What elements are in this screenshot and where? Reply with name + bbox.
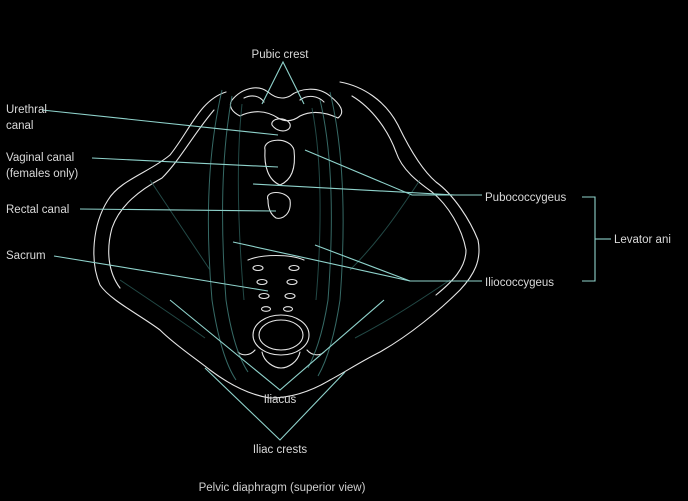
label-pubic-crest: Pubic crest [252, 49, 310, 61]
label-sacrum: Sacrum [6, 250, 46, 262]
labels: Pubic crest Urethral canal Vaginal canal… [6, 49, 671, 494]
label-vaginal-canal-line2: (females only) [6, 168, 78, 180]
pubic-crest-detail [243, 95, 325, 103]
label-levator-ani: Levator ani [614, 234, 671, 246]
left-iliac-wing-inner [108, 109, 215, 289]
leader-iliacus [169, 299, 385, 391]
leader-rectal-canal [79, 208, 277, 212]
left-iliac-wing [93, 91, 227, 371]
leader-iliac-crests [204, 367, 346, 441]
lumbar-vertebra [237, 314, 325, 369]
leader-lines [41, 60, 611, 441]
label-iliococcygeus: Iliococcygeus [485, 277, 554, 289]
leader-pubococcygeus-2 [304, 149, 455, 196]
leader-pubic-crest [261, 60, 305, 105]
label-rectal-canal: Rectal canal [6, 204, 69, 216]
vaginal-canal-shape [264, 139, 296, 186]
pubic-symphysis [229, 87, 343, 122]
leader-pubococcygeus [252, 183, 482, 196]
levator-ani-bracket [582, 196, 596, 282]
right-iliac-wing [329, 81, 480, 381]
right-iliac-wing-inner [351, 95, 467, 296]
pelvis-lower-rim [209, 369, 331, 399]
label-pubococcygeus: Pubococcygeus [485, 192, 566, 204]
label-urethral-canal-line1: Urethral [6, 104, 47, 116]
pelvis-illustration [93, 81, 480, 399]
sacrum-vertebrae [247, 254, 305, 312]
label-urethral-canal-line2: canal [6, 120, 34, 132]
leader-sacrum [53, 255, 269, 292]
label-vaginal-canal-line1: Vaginal canal [6, 152, 74, 164]
label-iliacus: Iliacus [264, 394, 297, 406]
leader-urethral-canal [41, 109, 279, 136]
urethral-canal-shape [271, 118, 291, 132]
figure-caption: Pelvic diaphragm (superior view) [199, 482, 366, 494]
leader-iliococcygeus-2 [314, 244, 411, 282]
label-iliac-crests: Iliac crests [253, 444, 308, 456]
rectal-canal-shape [267, 191, 291, 219]
levator-ani-muscle-fibers [119, 89, 451, 381]
leader-vaginal-canal [91, 157, 279, 168]
